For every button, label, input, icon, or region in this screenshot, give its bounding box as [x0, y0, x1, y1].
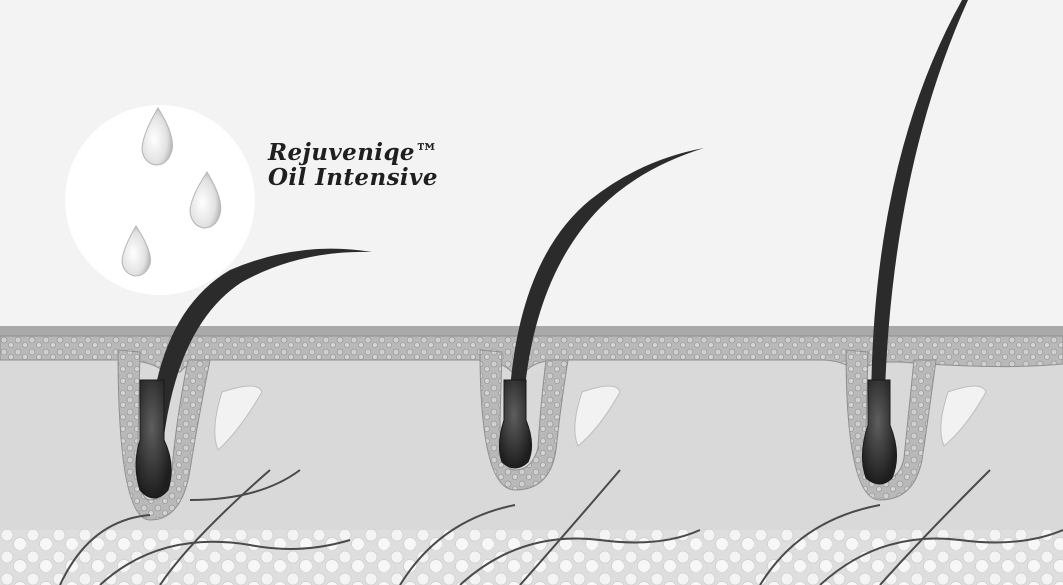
product-name: Rejuveniqe™	[268, 140, 438, 165]
fat-cell-layer	[0, 530, 1063, 585]
product-subtitle: Oil Intensive	[268, 165, 438, 190]
product-label: Rejuveniqe™ Oil Intensive	[268, 140, 438, 190]
